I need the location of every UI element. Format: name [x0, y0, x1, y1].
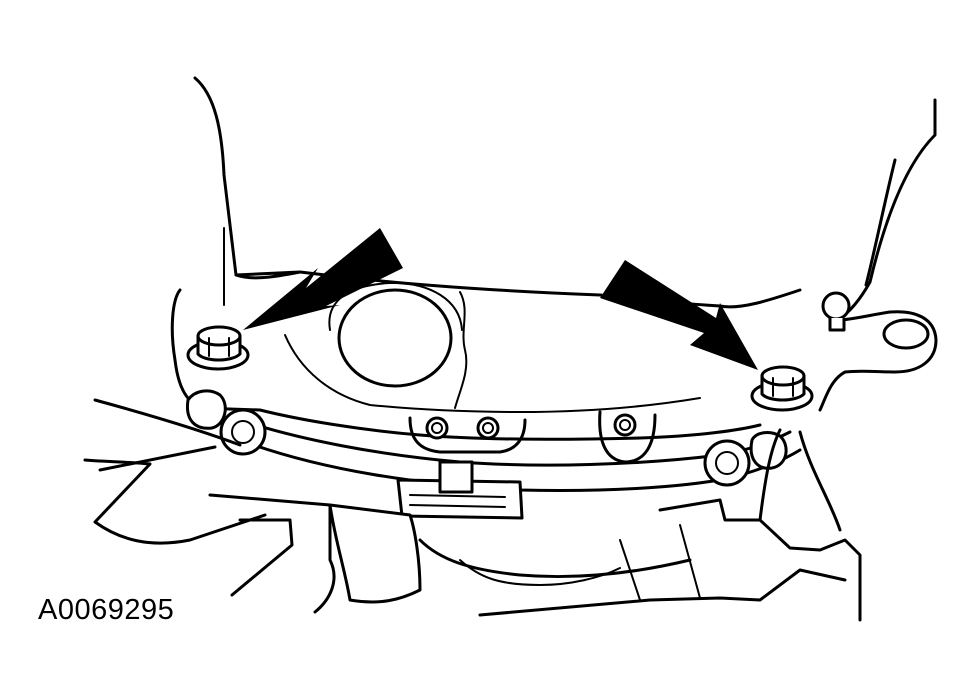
- center-boss: [408, 416, 527, 454]
- arrow-right-to-bolt[interactable]: [600, 260, 758, 370]
- bell-housing-right-inner: [864, 158, 897, 287]
- arrow-left-to-bolt[interactable]: [243, 228, 403, 330]
- right-boss: [598, 410, 657, 464]
- right-mount-lug: [749, 431, 788, 470]
- center-hole-left-inner: [431, 422, 443, 434]
- bolt-right: [750, 365, 814, 412]
- connector-bracket: [396, 478, 524, 520]
- right-mount-boss-hole: [715, 451, 739, 475]
- right-side-panel: [758, 428, 842, 532]
- cover-plate-lower-rim: [238, 438, 802, 492]
- left-mount-lug: [185, 389, 227, 430]
- left-mount-boss: [219, 408, 267, 456]
- lower-right-frame: [658, 498, 862, 622]
- right-boss-hole-inner: [619, 419, 631, 431]
- bell-housing-right-edge: [836, 98, 937, 322]
- bolt-left: [186, 325, 250, 371]
- small-bolt-shank: [828, 318, 846, 332]
- cover-plate-rib: [454, 291, 468, 409]
- lower-pan: [418, 538, 692, 579]
- connector-slot: [409, 494, 506, 508]
- center-hole-right-inner: [482, 422, 494, 434]
- right-mount-boss: [703, 439, 751, 487]
- small-bolt: [821, 291, 851, 321]
- lower-right-rail: [619, 524, 701, 601]
- connector-tab: [438, 460, 474, 494]
- right-flange: [818, 310, 938, 412]
- cover-plate-outline: [170, 288, 762, 441]
- cover-plate-inner-line: [284, 334, 701, 413]
- frame-rail-left: [208, 493, 336, 614]
- crossmember-bracket: [83, 458, 267, 545]
- lower-right-frame-2: [478, 568, 847, 617]
- center-hole-left: [425, 416, 449, 440]
- right-flange-hole: [882, 318, 930, 350]
- crossmember-lower: [98, 445, 217, 472]
- frame-rail-left-2: [230, 518, 294, 597]
- center-hole-right: [476, 416, 500, 440]
- left-mount-boss-hole: [231, 420, 255, 444]
- crossmember-upper: [93, 398, 242, 447]
- figure-id-label: A0069295: [38, 594, 175, 626]
- lower-pan-2: [459, 559, 621, 586]
- right-boss-hole: [613, 413, 637, 437]
- support-column: [328, 503, 422, 604]
- bell-housing-outline: [193, 76, 302, 280]
- inspection-cover: [337, 288, 453, 388]
